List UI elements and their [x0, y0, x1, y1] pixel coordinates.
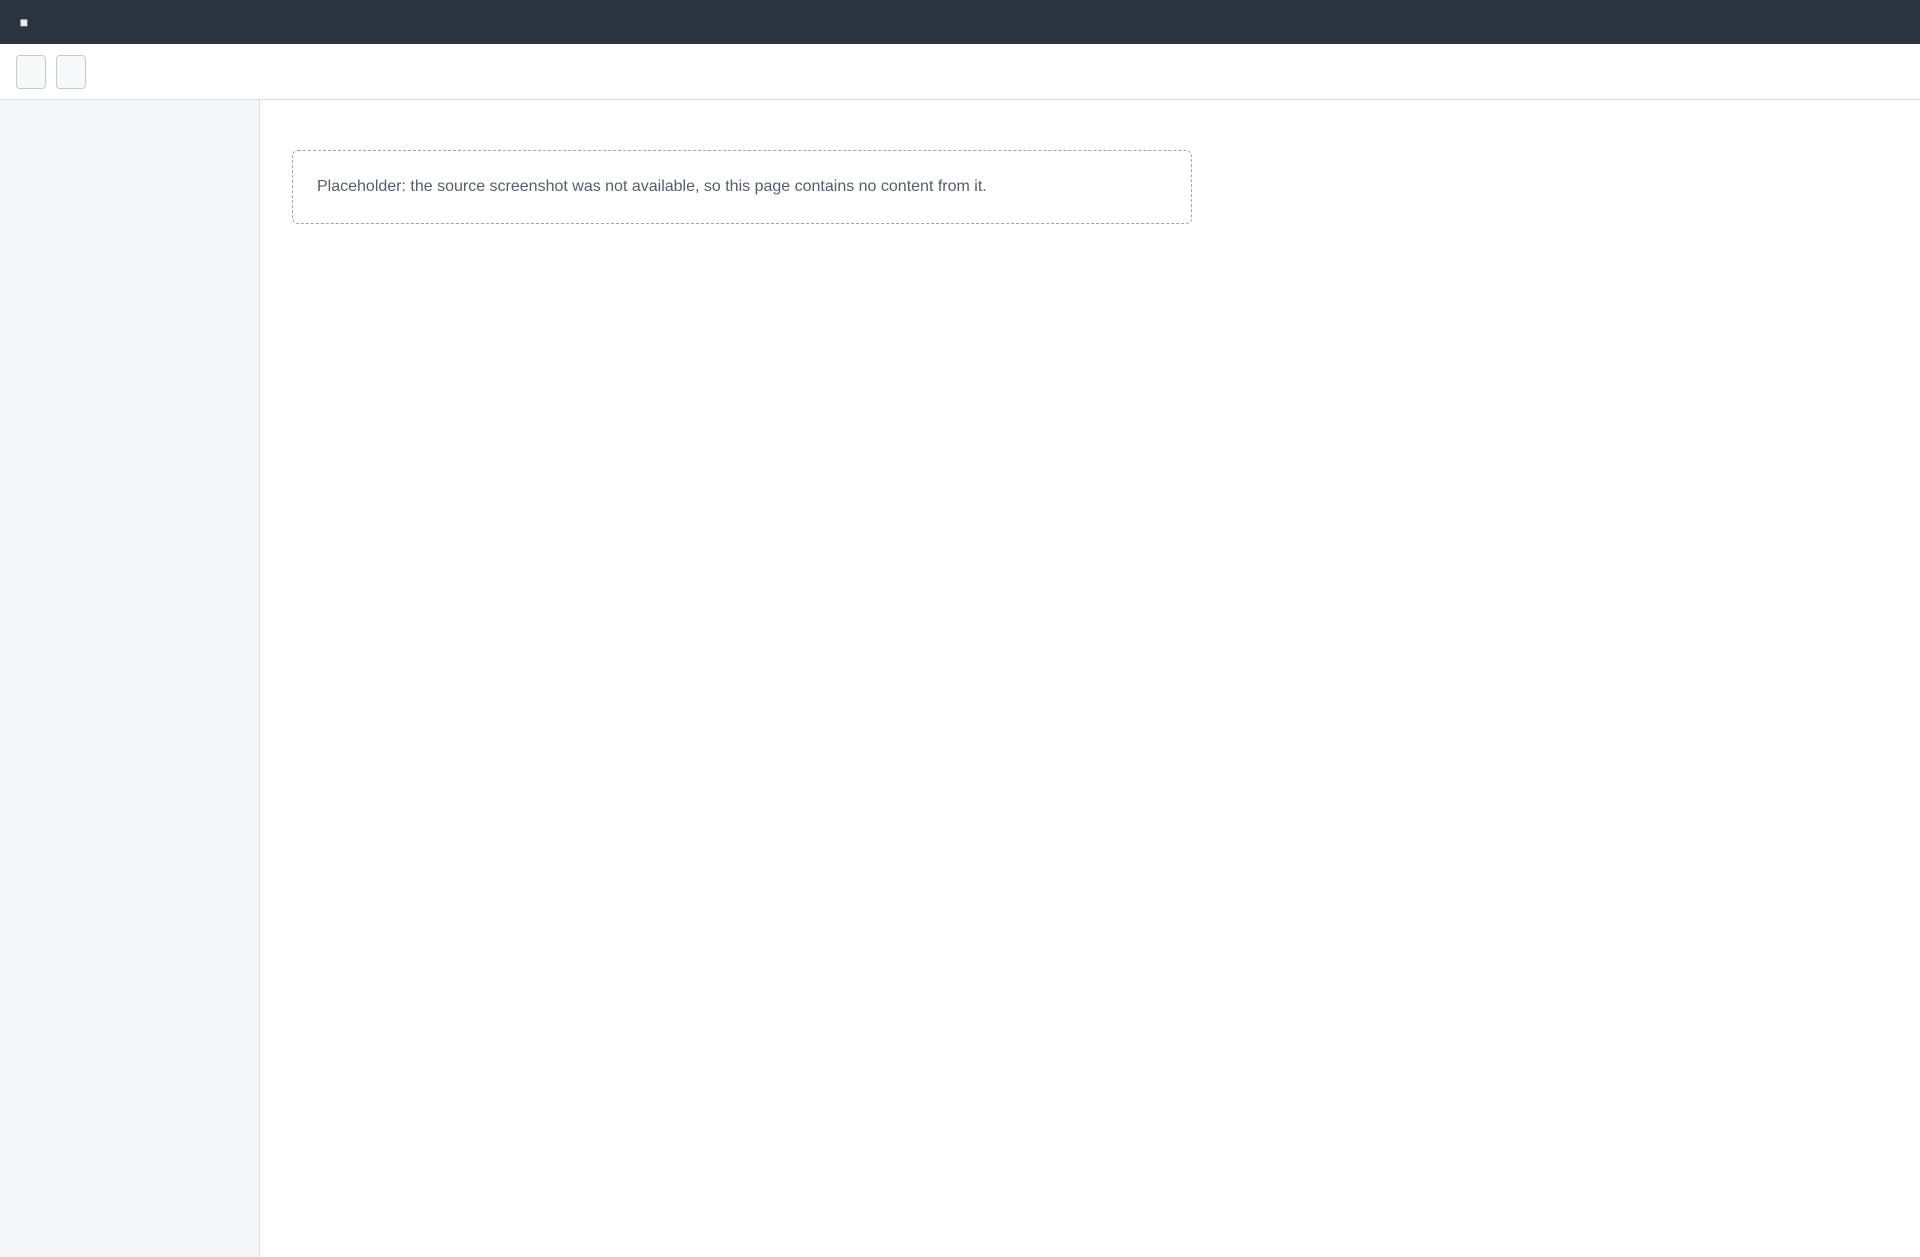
toolbar: [0, 44, 1920, 100]
main-area: Placeholder: the source screenshot was n…: [0, 100, 1920, 1257]
secondary-button[interactable]: [56, 54, 86, 89]
sidebar-item[interactable]: [0, 192, 259, 232]
sidebar: [0, 100, 260, 1257]
sidebar-item[interactable]: [0, 152, 259, 192]
placeholder-notice: Placeholder: the source screenshot was n…: [292, 150, 1192, 224]
app-icon: ■: [19, 14, 29, 30]
content-pane: Placeholder: the source screenshot was n…: [260, 100, 1920, 1257]
sidebar-item[interactable]: [0, 112, 259, 152]
primary-button[interactable]: [16, 54, 46, 89]
title-bar: ■: [0, 0, 1920, 44]
